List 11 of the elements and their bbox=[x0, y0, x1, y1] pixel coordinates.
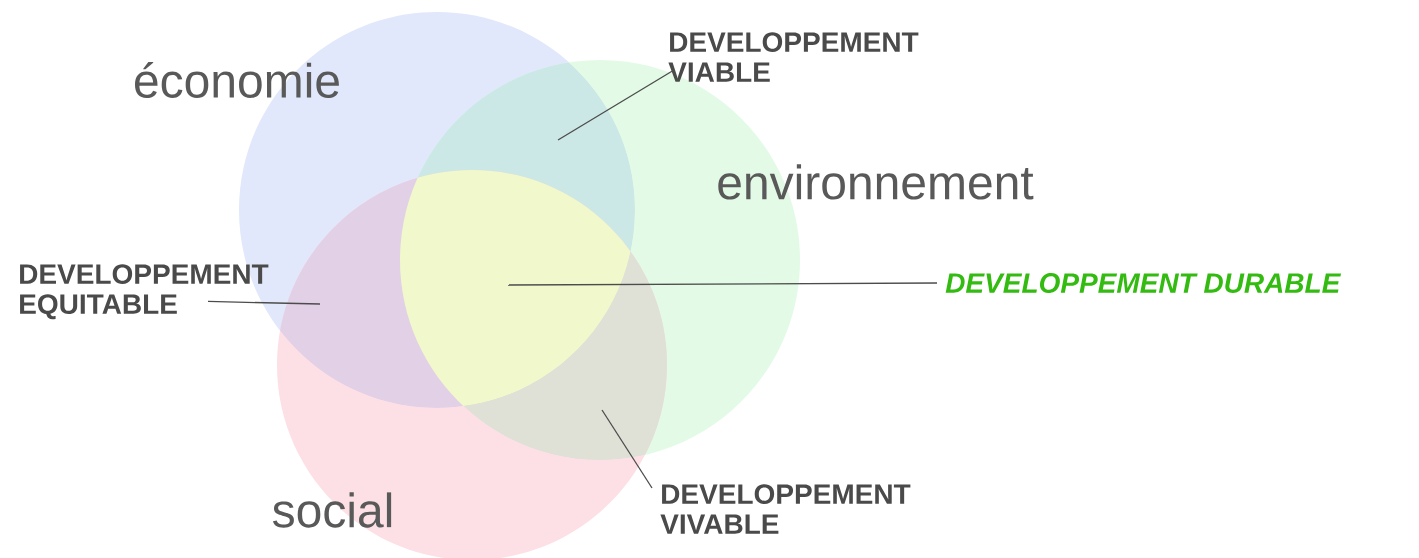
leader-line bbox=[207, 300, 321, 305]
circle-label: social bbox=[273, 492, 392, 528]
circle-label: environnement bbox=[718, 164, 1034, 200]
circle-label: économie bbox=[135, 62, 339, 98]
leader-line bbox=[557, 69, 675, 141]
caption-text: DEVELOPPEMENT VIVABLE bbox=[660, 484, 911, 534]
leader-line bbox=[601, 409, 653, 489]
caption-text: DEVELOPPEMENT DURABLE bbox=[945, 273, 1341, 293]
caption-text: DEVELOPPEMENT VIABLE bbox=[668, 32, 919, 82]
caption-text: DEVELOPPEMENT EQUITABLE bbox=[20, 264, 269, 320]
leader-line bbox=[507, 282, 938, 286]
